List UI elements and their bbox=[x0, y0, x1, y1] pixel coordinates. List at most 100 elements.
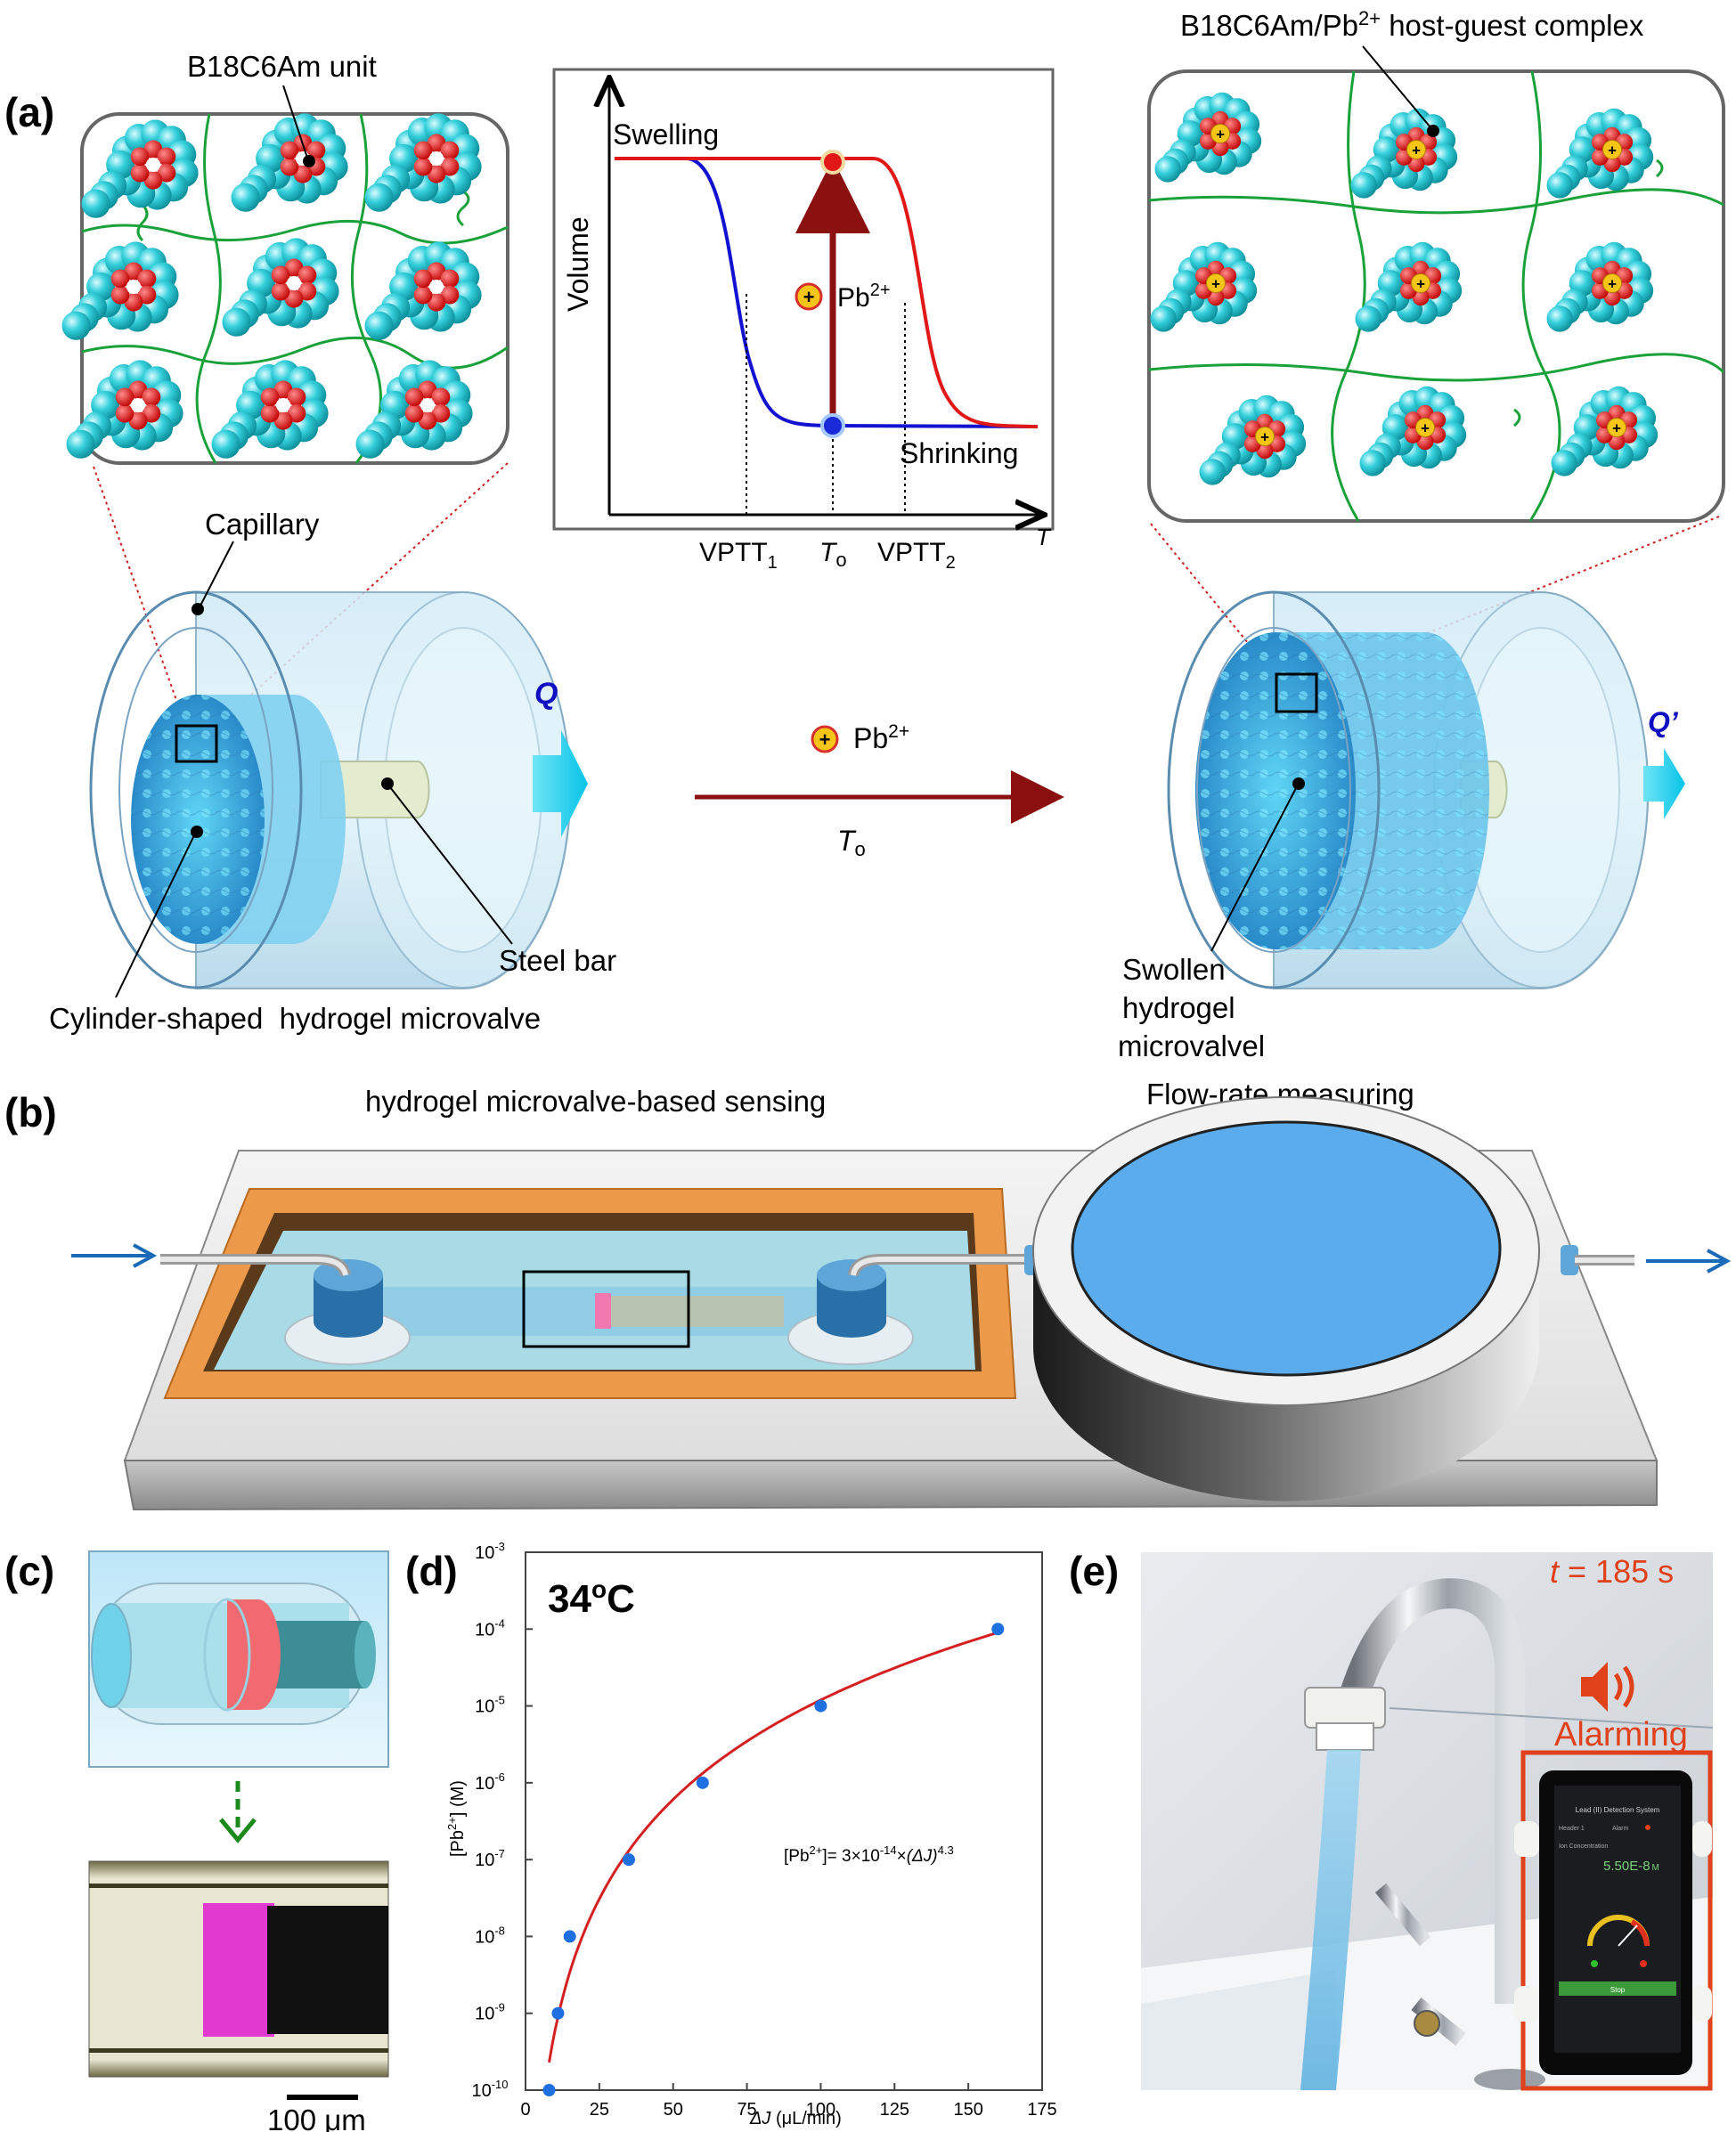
reaction-pb-plus: + bbox=[819, 728, 831, 751]
swollen-point bbox=[820, 150, 845, 175]
steel-bar-callout-line bbox=[389, 786, 513, 945]
right-microvalve-device bbox=[1150, 516, 1720, 989]
tick-vptt2: VPTT2 bbox=[877, 538, 956, 573]
inset-xlabel: T bbox=[1036, 524, 1052, 550]
alarm-label: Alarming bbox=[1554, 1716, 1688, 1754]
panel-label-b: (b) bbox=[4, 1089, 57, 1135]
panel-label-a: (a) bbox=[4, 89, 54, 135]
host-guest-complex-molecule: + bbox=[1359, 386, 1467, 476]
y-tick-label: 10-10 bbox=[471, 2078, 508, 2101]
faucet-photo: Lead (II) Detection System Header 1 Alar… bbox=[1141, 1552, 1714, 2091]
panel-label-e: (e) bbox=[1069, 1548, 1119, 1594]
shrunk-point bbox=[820, 413, 845, 438]
flow-q-prime-label: Q’ bbox=[1648, 706, 1679, 738]
inlet-arrow bbox=[71, 1243, 158, 1268]
time-label: t = 185 s bbox=[1550, 1553, 1674, 1590]
left-microvalve-device bbox=[89, 462, 572, 989]
data-point bbox=[542, 2084, 556, 2096]
right-callout-line bbox=[1362, 45, 1431, 128]
cylinder-callout-line bbox=[115, 834, 195, 998]
cylinder-label: Cylinder-shaped hydrogel microvalve bbox=[49, 1002, 541, 1035]
phone-stop-label: Stop bbox=[1610, 1986, 1626, 1994]
crown-ether-molecule bbox=[66, 360, 183, 459]
data-point bbox=[551, 2006, 565, 2020]
chart-title: 34oC bbox=[548, 1575, 635, 1621]
svg-text:+: + bbox=[1612, 419, 1621, 436]
crown-ether-molecule bbox=[355, 360, 473, 459]
reaction-pb-icon bbox=[811, 725, 839, 753]
left-callout-dot bbox=[303, 155, 315, 167]
data-point bbox=[814, 1699, 827, 1713]
phone-stop-bar bbox=[1559, 1981, 1676, 1996]
down-arrow bbox=[219, 1781, 257, 1843]
x-tick-label: 125 bbox=[880, 2100, 909, 2120]
inset-ylabel: Volume bbox=[562, 216, 594, 312]
steel-bar-label: Steel bar bbox=[499, 944, 616, 977]
x-tick-label: 25 bbox=[590, 2100, 609, 2120]
host-guest-complex-molecule: + bbox=[1150, 241, 1258, 332]
y-tick-label: 10-3 bbox=[475, 1540, 505, 1563]
right-callout-label: B18C6Am/Pb2+ host-guest complex bbox=[1180, 7, 1644, 42]
svg-text:+: + bbox=[1216, 126, 1225, 142]
capillary-label: Capillary bbox=[205, 508, 320, 541]
host-guest-complex-molecule: + bbox=[1546, 108, 1654, 199]
y-tick-label: 10-7 bbox=[475, 1847, 505, 1870]
phone-led-red bbox=[1640, 1960, 1647, 1967]
chart-equation: [Pb2+]= 3×10-14×(ΔJ)4.3 bbox=[784, 1843, 954, 1866]
cylinder-callout-dot bbox=[191, 826, 203, 838]
crown-ether-molecule bbox=[364, 113, 482, 212]
swollen-label-2: hydrogel bbox=[1122, 991, 1235, 1024]
swollen-label-3: microvalvel bbox=[1118, 1029, 1265, 1062]
tick-to: To bbox=[819, 538, 847, 571]
swollen-label-1: Swollen bbox=[1122, 953, 1226, 986]
panel-label-c: (c) bbox=[4, 1548, 54, 1594]
y-tick-label: 10-4 bbox=[475, 1616, 505, 1640]
svg-text:+: + bbox=[1260, 428, 1269, 445]
flow-q-label: Q bbox=[534, 677, 558, 711]
panel-label-d: (d) bbox=[405, 1548, 458, 1594]
phone-alarm-tab: Alarm bbox=[1612, 1826, 1628, 1832]
capillary-callout-dot bbox=[192, 603, 204, 615]
chart-ylabel: [Pb2+] (M) bbox=[445, 1780, 468, 1857]
y-tick-label: 10-8 bbox=[475, 1924, 505, 1947]
svg-text:+: + bbox=[1412, 142, 1421, 159]
pb-ion-icon bbox=[795, 282, 823, 311]
shrinking-label: Shrinking bbox=[900, 437, 1018, 469]
left-network-box bbox=[61, 112, 509, 465]
crown-ether-molecule bbox=[211, 360, 329, 459]
host-guest-complex-molecule: + bbox=[1154, 92, 1262, 183]
microfluidic-chip bbox=[123, 1096, 1659, 1511]
tick-vptt1: VPTT1 bbox=[699, 538, 778, 573]
chart-xlabel: ΔJ (μL/min) bbox=[749, 2109, 842, 2128]
inset-ion-label: Pb2+ bbox=[837, 281, 891, 313]
pb-ion-plus: + bbox=[803, 286, 815, 308]
crown-ether-molecule bbox=[61, 241, 179, 340]
reaction-temp-label: To bbox=[837, 825, 866, 860]
svg-text:+: + bbox=[1608, 275, 1617, 292]
phone-led-green bbox=[1591, 1960, 1598, 1967]
right-callout-dot bbox=[1427, 125, 1439, 137]
y-tick-label: 10-6 bbox=[475, 1770, 505, 1794]
speaker-icon bbox=[1581, 1662, 1634, 1712]
svg-text:+: + bbox=[1421, 419, 1430, 436]
crown-ether-molecule bbox=[81, 119, 199, 218]
red-curve bbox=[615, 157, 1039, 428]
x-tick-label: 150 bbox=[953, 2100, 982, 2120]
host-guest-complex-molecule: + bbox=[1546, 241, 1654, 332]
flow-q-arrow bbox=[533, 730, 588, 837]
capillary-callout-line bbox=[200, 541, 234, 606]
steel-bar-callout-dot bbox=[381, 777, 394, 790]
reaction-ion-label: Pb2+ bbox=[853, 721, 909, 754]
y-tick-label: 10-5 bbox=[475, 1694, 505, 1717]
crown-ether-molecule bbox=[364, 241, 482, 340]
phone-menu: Header 1 bbox=[1559, 1826, 1585, 1832]
host-guest-complex-molecule: + bbox=[1355, 241, 1463, 332]
sensing-label: hydrogel microvalve-based sensing bbox=[365, 1085, 826, 1118]
swollen-callout-dot bbox=[1292, 777, 1305, 790]
x-tick-label: 75 bbox=[737, 2100, 756, 2120]
x-tick-label: 175 bbox=[1027, 2100, 1056, 2120]
phone-title: Lead (II) Detection System bbox=[1576, 1806, 1660, 1814]
data-point bbox=[991, 1623, 1005, 1636]
